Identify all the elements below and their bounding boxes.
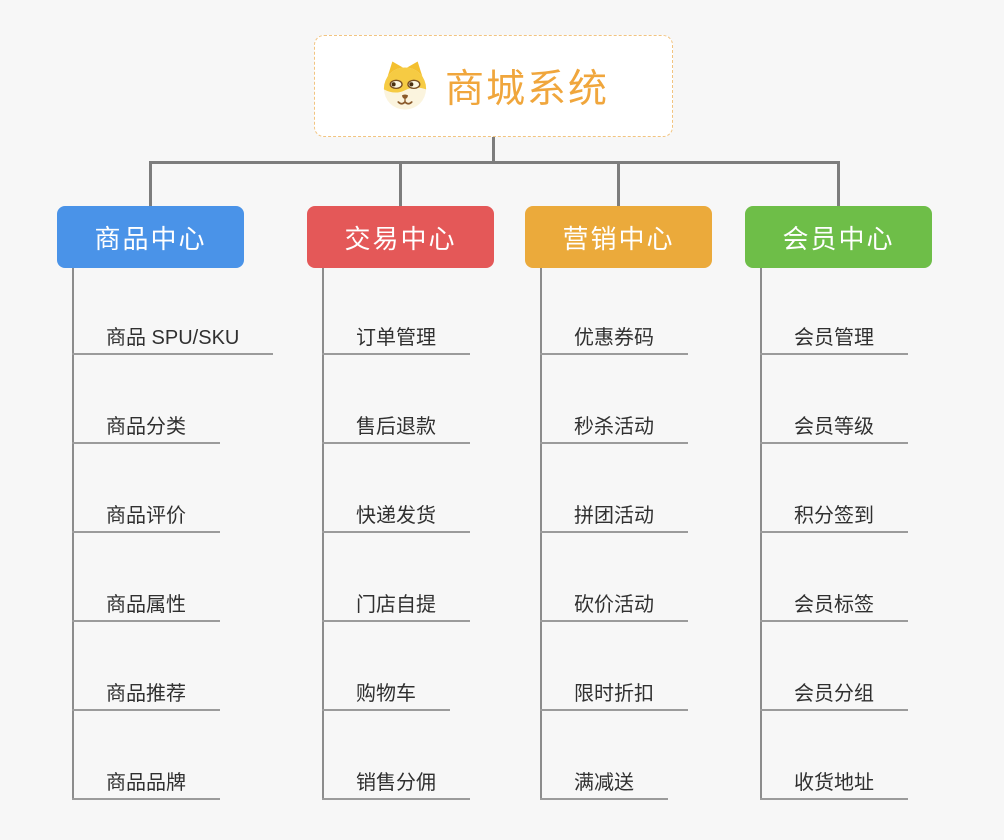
branch-node-trade-center[interactable]: 交易中心 — [307, 206, 494, 268]
leaf-node[interactable]: 会员等级 — [760, 414, 908, 444]
branch-node-marketing-center[interactable]: 营销中心 — [525, 206, 712, 268]
leaf-trunk-line-product-center — [72, 268, 74, 800]
branch-label: 交易中心 — [344, 223, 457, 254]
leaf-node[interactable]: 砍价活动 — [540, 592, 688, 622]
root-connector-stub — [492, 136, 495, 164]
leaf-node[interactable]: 购物车 — [322, 681, 450, 711]
leaf-node[interactable]: 优惠券码 — [540, 325, 688, 355]
leaf-node[interactable]: 商品属性 — [72, 592, 220, 622]
dog-face-icon — [383, 61, 427, 110]
branch-drop-line-product-center — [149, 161, 152, 206]
branch-drop-line-member-center — [837, 161, 840, 206]
leaf-node[interactable]: 商品品牌 — [72, 770, 220, 800]
leaf-node[interactable]: 会员管理 — [760, 325, 908, 355]
leaf-node[interactable]: 商品评价 — [72, 503, 220, 533]
leaf-node[interactable]: 秒杀活动 — [540, 414, 688, 444]
leaf-trunk-line-marketing-center — [540, 268, 542, 800]
branch-drop-line-trade-center — [399, 161, 402, 206]
leaf-node[interactable]: 售后退款 — [322, 414, 470, 444]
root-title: 商城系统 — [444, 68, 609, 111]
leaf-node[interactable]: 订单管理 — [322, 325, 470, 355]
leaf-node[interactable]: 满减送 — [540, 770, 668, 800]
leaf-node[interactable]: 门店自提 — [322, 592, 470, 622]
leaf-trunk-line-member-center — [760, 268, 762, 800]
leaf-trunk-line-trade-center — [322, 268, 324, 800]
branch-label: 商品中心 — [94, 223, 207, 254]
leaf-node[interactable]: 限时折扣 — [540, 681, 688, 711]
leaf-node[interactable]: 销售分佣 — [322, 770, 470, 800]
leaf-node[interactable]: 会员标签 — [760, 592, 908, 622]
leaf-node[interactable]: 会员分组 — [760, 681, 908, 711]
leaf-node[interactable]: 积分签到 — [760, 503, 908, 533]
leaf-node[interactable]: 快递发货 — [322, 503, 470, 533]
leaf-node[interactable]: 商品分类 — [72, 414, 220, 444]
leaf-node[interactable]: 商品 SPU/SKU — [72, 325, 274, 355]
leaf-node[interactable]: 拼团活动 — [540, 503, 688, 533]
root-node[interactable]: 商城系统 — [314, 35, 673, 137]
branch-node-member-center[interactable]: 会员中心 — [745, 206, 932, 268]
branch-label: 营销中心 — [562, 223, 675, 254]
branch-node-product-center[interactable]: 商品中心 — [57, 206, 244, 268]
branch-bus-line — [149, 161, 840, 164]
leaf-node[interactable]: 收货地址 — [760, 770, 908, 800]
branch-label: 会员中心 — [782, 223, 895, 254]
leaf-node[interactable]: 商品推荐 — [72, 681, 220, 711]
branch-drop-line-marketing-center — [617, 161, 620, 206]
